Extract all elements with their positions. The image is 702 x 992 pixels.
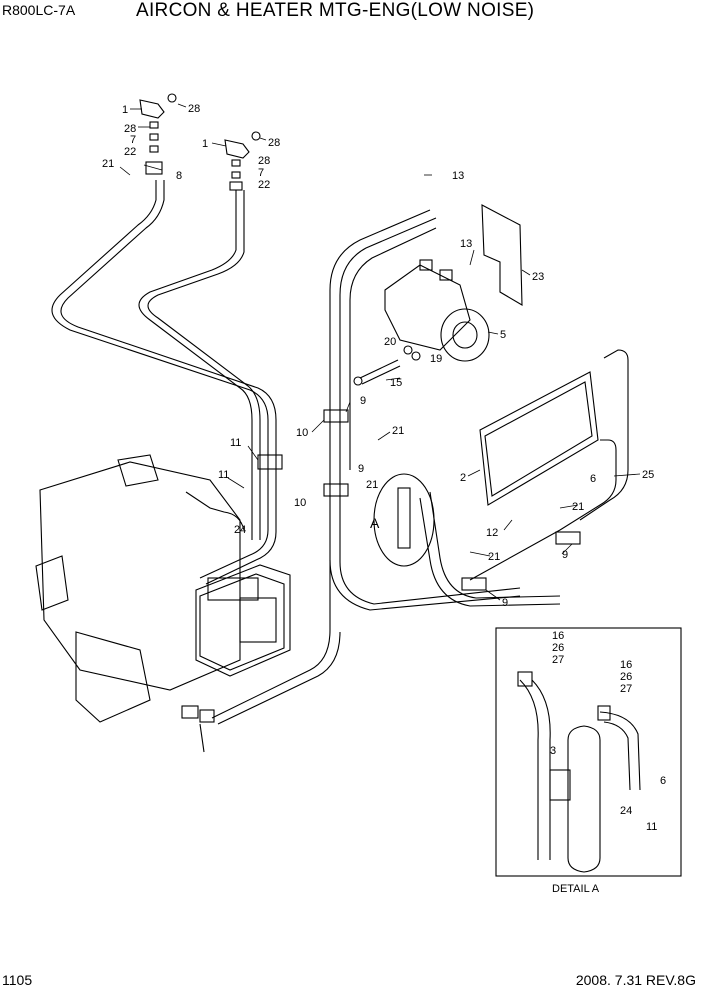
model-code: R800LC-7A (2, 2, 76, 18)
callout-10: 10 (294, 497, 306, 509)
callout-10: 10 (296, 427, 308, 439)
callout-22: 22 (124, 146, 136, 158)
refrigerant-lines (211, 209, 561, 725)
callout-21: 21 (572, 501, 584, 513)
callout-1: 1 (122, 104, 128, 116)
callout-13: 13 (460, 238, 472, 250)
nut-19 (411, 351, 421, 361)
revision-date: 2008. 7.31 REV.8G (575, 972, 696, 988)
callout-9: 9 (502, 597, 508, 609)
callout-5: 5 (500, 329, 506, 341)
callout-24: 24 (620, 805, 632, 817)
control-box (195, 564, 291, 677)
callout-8: 8 (176, 170, 182, 182)
callout-26: 26 (552, 642, 564, 654)
callout-12: 12 (486, 527, 498, 539)
receiver-drier (373, 473, 435, 567)
callout-labels: 1 28 28 7 22 21 8 1 28 28 7 22 13 13 23 … (102, 103, 666, 895)
heater-hoses (51, 180, 277, 585)
detail-caption: DETAIL A (552, 883, 600, 895)
callout-24: 24 (234, 524, 246, 536)
hvac-unit (35, 454, 241, 723)
heater-valve-right (224, 131, 261, 191)
callout-11: 11 (646, 821, 657, 833)
callout-21: 21 (392, 425, 404, 437)
clamp-11 (257, 454, 283, 470)
compressor (384, 259, 490, 362)
bracket-23 (481, 204, 523, 306)
heater-valve-left (139, 93, 177, 175)
detail-frame (495, 627, 682, 877)
callout-11: 11 (218, 469, 229, 481)
callout-28: 28 (124, 123, 136, 135)
clamp-9-right (555, 531, 581, 545)
callout-28: 28 (268, 137, 280, 149)
callout-27: 27 (552, 654, 564, 666)
callout-6: 6 (660, 775, 666, 787)
callout-11: 11 (230, 437, 241, 449)
callout-13: 13 (452, 170, 464, 182)
callout-16: 16 (620, 659, 632, 671)
washer-20 (403, 345, 413, 355)
clamp-9-lower (323, 483, 349, 497)
callout-22: 22 (258, 179, 270, 191)
leader-lines (119, 103, 641, 601)
callout-19: 19 (430, 353, 442, 365)
callout-9: 9 (358, 463, 364, 475)
callout-21: 21 (488, 551, 500, 563)
callout-27: 27 (620, 683, 632, 695)
callout-9: 9 (562, 549, 568, 561)
condenser (479, 371, 599, 506)
callout-20: 20 (384, 336, 396, 348)
callout-28: 28 (258, 155, 270, 167)
callout-2: 2 (460, 472, 466, 484)
bolt-15 (353, 359, 401, 386)
callout-9: 9 (360, 395, 366, 407)
page-title: AIRCON & HEATER MTG-ENG(LOW NOISE) (136, 0, 535, 21)
detail-drier (517, 671, 641, 873)
callout-26: 26 (620, 671, 632, 683)
condenser-lines (469, 349, 629, 581)
page-number: 1105 (2, 972, 33, 988)
callout-7: 7 (130, 134, 136, 146)
callout-25: 25 (642, 469, 654, 481)
callout-6: 6 (590, 473, 596, 485)
callout-16: 16 (552, 630, 564, 642)
hose-24 (185, 491, 245, 531)
callout-7: 7 (258, 167, 264, 179)
clamp-9-upper (323, 409, 349, 423)
callout-1: 1 (202, 138, 208, 150)
callout-23: 23 (532, 271, 544, 283)
clamp-9-bottom (461, 577, 487, 591)
callout-21: 21 (366, 479, 378, 491)
callout-28: 28 (188, 103, 200, 115)
callout-3: 3 (550, 745, 556, 757)
detail-marker: A (370, 515, 380, 531)
callout-15: 15 (390, 377, 402, 389)
hose-fittings-bottom (181, 705, 215, 753)
callout-21: 21 (102, 158, 114, 170)
